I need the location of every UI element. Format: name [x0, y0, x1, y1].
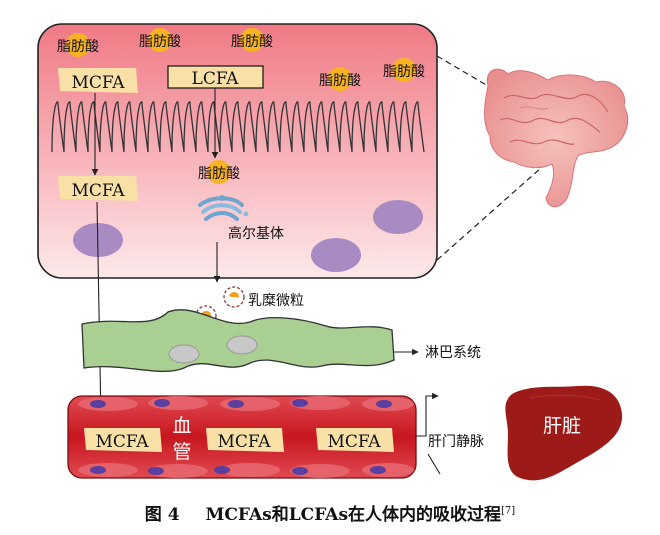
- chylomicron-label: 乳糜微粒: [248, 292, 304, 309]
- microvilli-line: [51, 101, 425, 153]
- fatty-acid-label: 脂肪酸: [198, 166, 240, 182]
- chylomicron-icon: [195, 286, 245, 327]
- golgi-label: 高尔基体: [228, 225, 284, 242]
- figure-title: MCFAs和LCFAs在人体内的吸收过程: [205, 505, 502, 525]
- lymphatic-vessel: [81, 309, 395, 373]
- figure-reference: [7]: [501, 505, 516, 517]
- fatty-acid-blob: 脂肪酸: [319, 67, 361, 91]
- mcfa-box-middle: MCFA: [58, 176, 138, 201]
- mcfa-label: MCFA: [71, 181, 125, 201]
- chylomicron-particle: [168, 344, 200, 364]
- chylomicron-particle: [226, 335, 258, 355]
- fatty-acid-blob: 脂肪酸: [198, 160, 240, 184]
- mcfa-label: MCFA: [95, 432, 149, 452]
- blood-vessel-label-2: 管: [172, 441, 191, 463]
- fatty-acid-label: 脂肪酸: [383, 64, 425, 80]
- zoom-line: [436, 159, 551, 261]
- fatty-acid-label: 脂肪酸: [139, 34, 181, 50]
- portal-vein-label: 肝门静脉: [428, 434, 484, 450]
- mcfa-box-vessel: MCFA: [316, 428, 394, 452]
- blood-vessel-label-1: 血: [172, 415, 191, 437]
- fatty-acid-blob: 脂肪酸: [57, 33, 99, 57]
- portal-vein-arrow: [427, 453, 441, 475]
- mcfa-label: MCFA: [217, 432, 271, 452]
- mcfa-label: MCFA: [327, 432, 381, 452]
- figure-caption: 图 4 MCFAs和LCFAs在人体内的吸收过程[7]: [0, 500, 660, 525]
- mcfa-box-top: MCFA: [58, 68, 138, 93]
- fatty-acid-label: 脂肪酸: [57, 39, 99, 55]
- fatty-acid-blob: 脂肪酸: [139, 28, 181, 52]
- fatty-acid-blob: 脂肪酸: [383, 58, 425, 82]
- liver-label: 肝脏: [543, 415, 581, 437]
- fatty-acid-blob: 脂肪酸: [231, 28, 273, 52]
- lcfa-label: LCFA: [192, 69, 240, 89]
- mcfa-box-vessel: MCFA: [84, 428, 162, 452]
- golgi-apparatus: [198, 195, 249, 221]
- figure-number: 图 4: [144, 505, 180, 525]
- portal-vein-arrow: [416, 392, 439, 437]
- mcfa-label: MCFA: [71, 73, 125, 93]
- mcfa-box-vessel: MCFA: [206, 428, 284, 452]
- arrow: [96, 201, 105, 421]
- liver-illustration: [505, 385, 623, 481]
- lcfa-box: LCFA: [167, 65, 264, 89]
- intestine-illustration: [484, 68, 629, 208]
- fatty-acid-label: 脂肪酸: [231, 34, 273, 50]
- nucleus: [373, 200, 423, 234]
- lymphatic-label: 淋巴系统: [425, 345, 481, 361]
- fatty-acid-label: 脂肪酸: [319, 73, 361, 89]
- nucleus: [311, 238, 361, 272]
